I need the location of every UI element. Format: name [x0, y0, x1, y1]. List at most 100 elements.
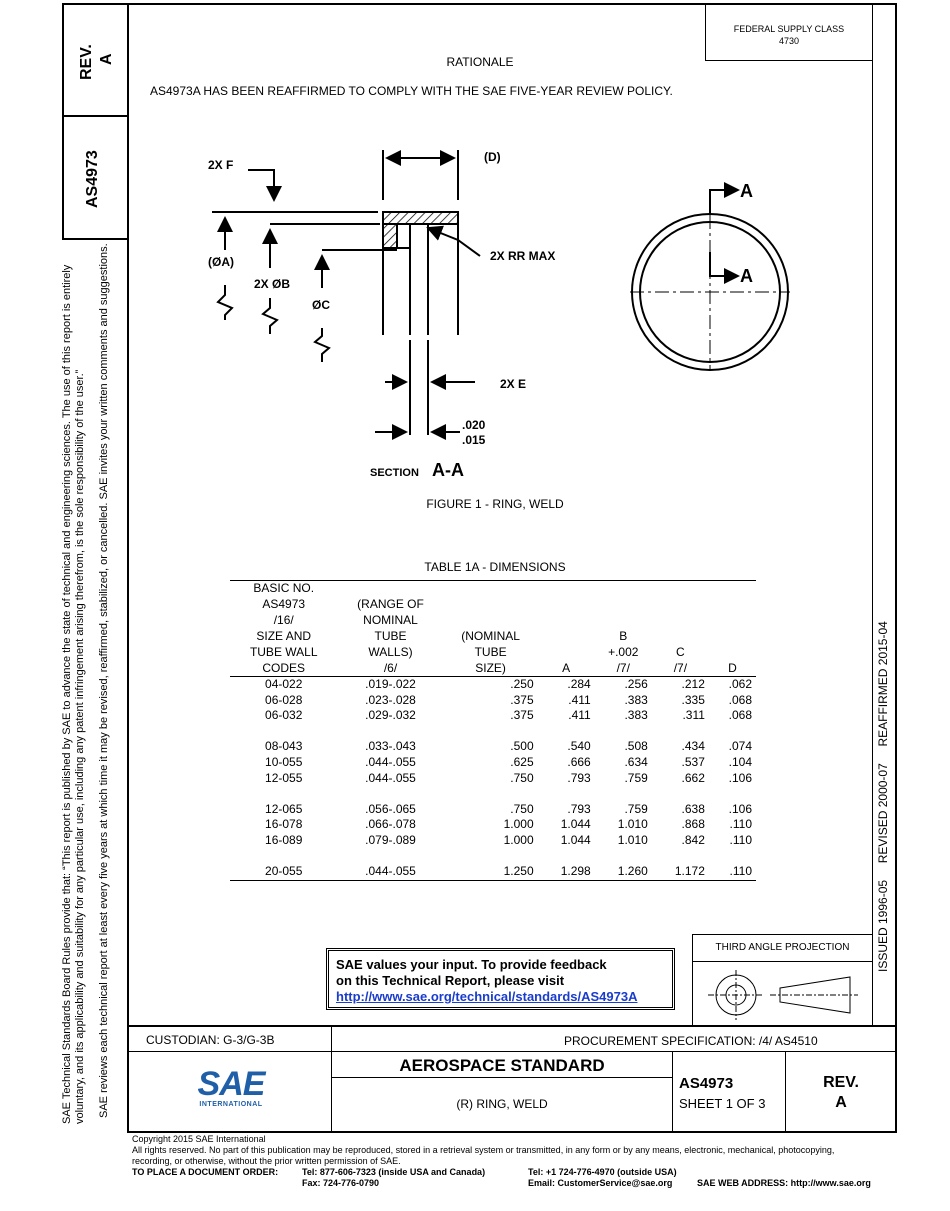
label-b: 2X ØB	[254, 277, 291, 291]
sheet-number: SHEET 1 OF 3	[679, 1096, 766, 1111]
label-dim-020: .020	[462, 418, 486, 432]
table-cell: .666	[567, 754, 591, 769]
table-cell: .638	[681, 801, 705, 816]
table-cell: .212	[681, 677, 705, 691]
ring-weld-figure	[212, 150, 790, 440]
table-cell: .383	[624, 692, 648, 707]
feedback-line-1: SAE values your input. To provide feedba…	[336, 957, 607, 972]
column-header-line: NOMINAL	[363, 613, 418, 627]
third-angle-label: THIRD ANGLE PROJECTION	[715, 942, 850, 953]
copyright: Copyright 2015 SAE International	[132, 1134, 266, 1144]
table-cell: .068	[728, 708, 752, 723]
table-cell: 16-089	[265, 832, 303, 847]
table-spacer-row	[230, 786, 756, 802]
table-cell: .500	[510, 739, 534, 754]
federal-supply-class-value: 4730	[778, 36, 800, 46]
table-cell: .106	[728, 801, 752, 816]
federal-supply-class: FEDERAL SUPPLY CLASS 4730	[706, 23, 872, 47]
column-header-line: /6/	[383, 661, 398, 675]
table-cell: 10-055	[265, 754, 303, 769]
table-row: 10-055.044-.055.625.666.634.537.104	[230, 755, 756, 771]
table-cell: .383	[624, 708, 648, 723]
table-row: 12-065.056-.065.750.793.759.638.106	[230, 802, 756, 818]
table-cell: .434	[681, 739, 705, 754]
web-address: SAE WEB ADDRESS: http://www.sae.org	[697, 1178, 871, 1188]
column-header-line: BASIC NO.	[253, 581, 315, 595]
label-rr: 2X RR MAX	[490, 249, 556, 263]
table-cell: .056-.065	[365, 801, 416, 816]
order-label: TO PLACE A DOCUMENT ORDER:	[132, 1167, 279, 1177]
federal-supply-class-label: FEDERAL SUPPLY CLASS	[733, 24, 845, 34]
column-header-line: +.002	[608, 645, 639, 659]
feedback-box: SAE values your input. To provide feedba…	[326, 948, 675, 1010]
sae-logo-subtitle: INTERNATIONAL	[199, 1101, 263, 1108]
section-prefix: SECTION	[370, 467, 419, 479]
figure-caption: FIGURE 1 - RING, WELD	[426, 497, 564, 511]
label-a: (ØA)	[208, 255, 234, 269]
column-header-line: SIZE AND	[256, 629, 312, 643]
section-name: A-A	[432, 460, 464, 480]
rights-line-2: recording, or otherwise, without the pri…	[132, 1156, 401, 1166]
table-title: TABLE 1A - DIMENSIONS	[424, 560, 566, 574]
table-row: 12-055.044-.055.750.793.759.662.106	[230, 771, 756, 787]
table-cell: 20-055	[230, 864, 338, 881]
table-row: 08-043.033-.043.500.540.508.434.074	[230, 739, 756, 755]
table-cell: 1.044	[560, 817, 591, 832]
table-cell: .066-.078	[365, 817, 416, 832]
table-spacer-row	[230, 724, 756, 740]
table-cell: 1.044	[560, 832, 591, 847]
column-header-line: SIZE)	[475, 661, 506, 675]
table-cell: .019-.022	[365, 677, 416, 691]
table-row: 04-022.019-.022.250.284.256.212.062	[230, 677, 756, 693]
sae-logo-mark: SAE	[197, 1065, 266, 1103]
table-cell: .793	[567, 770, 591, 785]
rev-value-vertical: A	[98, 53, 115, 65]
table-cell: .256	[624, 677, 648, 691]
column-header-line: WALLS)	[368, 645, 413, 659]
table-cell: 12-055	[265, 770, 303, 785]
table-cell: 1.000	[503, 817, 534, 832]
table-cell: 1.260	[594, 864, 652, 881]
table-cell: .537	[681, 754, 705, 769]
column-header: D	[708, 580, 756, 677]
table-cell: .759	[624, 770, 648, 785]
table-cell: .044-.055	[337, 864, 444, 881]
table-cell: .540	[567, 739, 591, 754]
table-cell: .625	[510, 754, 534, 769]
column-header-line: TUBE	[474, 645, 507, 659]
email: Email: CustomerService@sae.org	[528, 1178, 673, 1188]
column-header-line: /16/	[273, 613, 294, 627]
column-header-line: /7/	[616, 661, 630, 675]
table-cell: 16-078	[265, 817, 303, 832]
table-cell: .311	[682, 708, 705, 723]
rationale-heading: RATIONALE	[446, 55, 514, 69]
table-cell: .106	[728, 770, 752, 785]
table-cell: .068	[728, 692, 752, 707]
feedback-link[interactable]: http://www.sae.org/technical/standards/A…	[336, 989, 638, 1004]
label-d: (D)	[484, 150, 501, 164]
table-cell: .759	[624, 801, 648, 816]
column-header: C/7/	[651, 580, 709, 677]
label-f: 2X F	[208, 158, 234, 172]
column-header-line: A	[562, 661, 571, 675]
table-cell: .375	[510, 692, 534, 707]
feedback-line-2: on this Technical Report, please visit	[336, 973, 565, 988]
table-cell: .110	[729, 832, 752, 847]
table-cell: .104	[728, 754, 752, 769]
column-header-line: C	[676, 645, 685, 659]
label-e: 2X E	[500, 377, 527, 391]
table-cell: .842	[681, 832, 705, 847]
table-spacer-row	[230, 849, 756, 865]
table-cell: .411	[568, 692, 591, 707]
table-row: 06-028.023-.028.375.411.383.335.068	[230, 693, 756, 709]
table-cell: .508	[624, 739, 648, 754]
fax: Fax: 724-776-0790	[302, 1178, 380, 1188]
column-header-line: TUBE WALL	[249, 645, 318, 659]
column-header-line: D	[728, 661, 737, 675]
table-cell: .029-.032	[365, 708, 416, 723]
column-header-line: AS4973	[262, 597, 306, 611]
